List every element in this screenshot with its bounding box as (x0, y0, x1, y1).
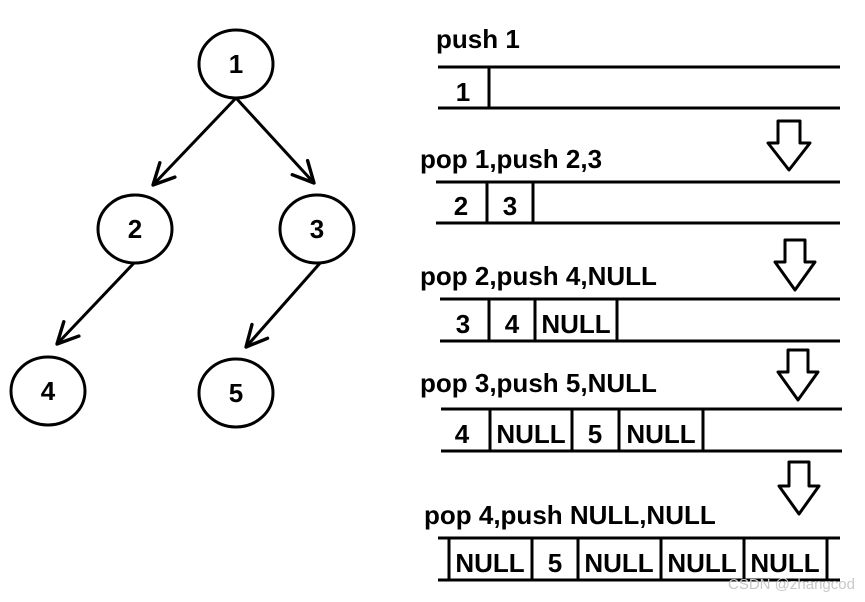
binary-tree: 1 2 3 4 5 (9, 28, 356, 429)
down-arrow-icon (773, 238, 817, 292)
queue-cell: NULL (455, 548, 524, 578)
queue-cell: 5 (548, 548, 562, 578)
queue-step-4: pop 3,push 5,NULL 4 NULL 5 NULL (420, 368, 842, 453)
queue-cell: NULL (496, 419, 565, 449)
queue-cell: 4 (455, 419, 470, 449)
tree-node-label: 5 (229, 378, 243, 408)
step-label: push 1 (436, 24, 520, 54)
queue: NULL 5 NULL NULL NULL (438, 536, 840, 582)
queue: 2 3 (436, 180, 840, 225)
queue-cell: NULL (667, 548, 736, 578)
edge-2-4 (55, 261, 136, 346)
tree-edges (55, 96, 323, 349)
tree-node-2: 2 (96, 193, 174, 265)
queue-cell: 3 (503, 191, 517, 221)
queue-step-3: pop 2,push 4,NULL 3 4 NULL (420, 261, 840, 343)
queue: 4 NULL 5 NULL (441, 407, 842, 453)
tree-node-label: 3 (310, 214, 324, 244)
step-label: pop 4,push NULL,NULL (424, 500, 716, 530)
queue-step-1: push 1 1 (436, 24, 840, 110)
tree-node-label: 1 (229, 49, 243, 79)
watermark: CSDN @zhangcod (728, 576, 855, 593)
step-label: pop 1,push 2,3 (420, 144, 602, 174)
down-arrow-icon (776, 348, 820, 402)
queue: 1 (438, 65, 840, 110)
queue-cell: 4 (505, 309, 520, 339)
tree-node-4: 4 (9, 355, 87, 427)
queue-cell: 2 (454, 191, 468, 221)
queue-cell: NULL (626, 419, 695, 449)
step-label: pop 3,push 5,NULL (420, 368, 657, 398)
step-label: pop 2,push 4,NULL (420, 261, 657, 291)
queue-step-2: pop 1,push 2,3 2 3 (420, 144, 840, 225)
tree-node-label: 4 (41, 376, 56, 406)
queue-cell: 3 (456, 309, 470, 339)
queue-steps: push 1 1 pop 1,push 2,3 2 3 (420, 24, 842, 582)
edge-1-3 (234, 96, 316, 185)
down-arrow-icon (777, 460, 821, 516)
down-arrow-icon (766, 119, 812, 172)
tree-node-1: 1 (197, 28, 275, 100)
edge-3-5 (244, 261, 323, 349)
queue-cell: NULL (541, 309, 610, 339)
queue-cell: 1 (456, 77, 470, 107)
queue-step-5: pop 4,push NULL,NULL NULL 5 NULL NULL NU… (424, 500, 840, 582)
tree-node-3: 3 (278, 193, 356, 265)
tree-node-5: 5 (197, 357, 275, 429)
tree-node-label: 2 (128, 214, 142, 244)
queue-cell: 5 (588, 419, 602, 449)
edge-1-2 (151, 96, 238, 187)
queue-cell: NULL (750, 548, 819, 578)
queue: 3 4 NULL (440, 297, 840, 343)
queue-cell: NULL (584, 548, 653, 578)
